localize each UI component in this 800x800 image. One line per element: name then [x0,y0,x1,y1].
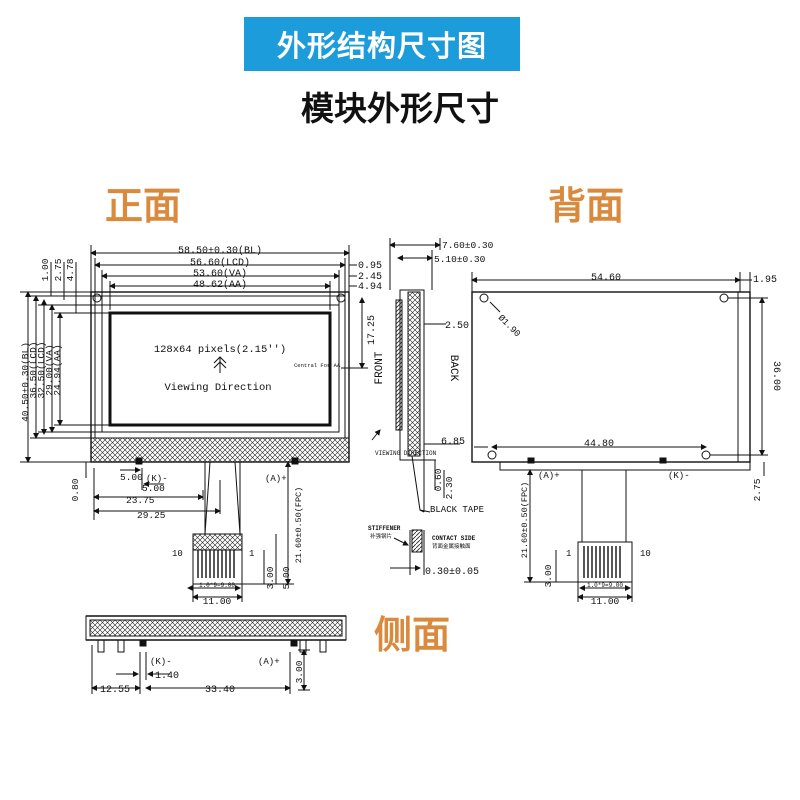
stiffener-label: STIFFENER [368,525,401,532]
back-fpc-h: 3.00 [543,564,554,587]
front-fpc-h2: 5.00 [281,566,292,589]
side-pin-k: (K)- [150,657,172,667]
front-fpc-width: 11.00 [203,596,232,607]
side-text: (K)- (A)+ 1.40 12.55 33.40 3.00 [100,657,305,696]
viewing-direction: Viewing Direction [164,382,271,394]
front-pin-a: (A)+ [265,474,287,484]
dim-lcd-width: 56.60(LCD) [190,257,250,269]
back-pin-10: 10 [640,549,651,559]
title-banner: 外形结构尺寸图 [244,17,520,71]
dim-685: 6.85 [441,437,465,448]
dim-bl-height: 40.50±0.30(BL) [20,342,31,422]
front-view [20,245,368,602]
back-fpc-length: 21.60±0.50(FPC) [520,482,530,559]
dim-500-b: 5.00 [142,483,165,494]
back-pin-a: (A)+ [538,471,560,481]
dim-195: 1.95 [753,275,777,286]
dim-aa-height: 24.94(AA) [52,344,63,395]
side-pin-a: (A)+ [258,657,280,667]
dim-300-side: 3.00 [294,660,305,683]
front-pin-10: 10 [172,549,183,559]
dim-aa-width: 48.62(AA) [193,279,247,291]
front-pin-1: 1 [249,549,254,559]
mount-hole-tl [92,293,102,303]
dim-1725: 17.25 [367,315,378,345]
dim-245: 2.45 [358,272,382,283]
front-fpc-h1: 3.00 [265,566,276,589]
mount-hole-tr [336,293,346,303]
side-profile-text: 7.60±0.30 5.10±0.30 2.50 FRONT BACK VIEW… [368,240,494,578]
dim-275-back: 2.75 [752,478,763,501]
dim-va-height: 29.00(VA) [44,344,55,395]
dim-510: 5.10±0.30 [434,254,486,265]
dim-500-a: 5.00 [120,472,143,483]
front-pin-k: (K)- [146,474,168,484]
dim-060: 0.60 [433,468,444,491]
stiffener-sub-label: 补强钢片 [370,532,392,540]
dim-760: 7.60±0.30 [442,240,494,251]
back-hole-tl [479,293,489,303]
back-hole-tr [719,293,729,303]
back-hole-bl [487,450,497,460]
back-pin-1: 1 [566,549,571,559]
front-active-area [108,311,332,427]
front-fpc-length: 21.60±0.50(FPC) [294,487,304,564]
dim-bl-width: 58.50±0.30(BL) [178,245,262,257]
dim-3600: 36.00 [770,361,781,391]
dim-478: 4.78 [65,258,76,281]
dim-2375: 23.75 [126,495,155,506]
dim-va-width: 53.60(VA) [193,268,247,280]
front-fpc [204,461,241,535]
section-label-front: 正面 [105,184,182,228]
dim-140: 1.40 [155,671,179,682]
back-label: BACK [447,355,459,382]
front-backlight-outline [90,291,350,463]
black-tape-label: BLACK TAPE [430,505,484,515]
front-label: FRONT [374,351,386,384]
dim-5460: 54.60 [591,273,621,284]
screen-resolution: 128x64 pixels(2.15'') [154,344,286,356]
dim-275: 2.75 [53,258,64,281]
dim-250: 2.50 [445,321,469,332]
dim-lcd-height: 36.50(LCD) [28,341,39,398]
back-view [471,272,768,602]
dim-thickness: 0.30±0.05 [425,567,479,578]
section-label-back: 背面 [548,184,625,228]
section-label-side: 侧面 [374,613,451,657]
dim-3340: 33.40 [205,685,235,696]
dim-095: 0.95 [358,261,382,272]
contact-side-label: CONTACT SIDE [432,535,476,542]
dim-080: 0.80 [70,478,81,501]
contact-side-sub-label: 背面金属接触面 [432,542,471,550]
central-for-aa: Central For AA [294,362,341,369]
front-text: 58.50±0.30(BL) 56.60(LCD) 53.60(VA) 48.6… [20,245,382,607]
front-bottom-band [90,437,350,463]
subtitle: 模块外形尺寸 [301,89,499,128]
viewing-direction-label: VIEWING DIRECTION [375,450,437,457]
back-hole-br [701,450,711,460]
back-outline [471,291,751,463]
dim-230: 2.30 [444,476,455,499]
dim-4480: 44.80 [584,439,614,450]
dim-100: 1.00 [40,258,51,281]
dim-494: 4.94 [358,282,382,293]
dim-2925: 29.25 [137,510,166,521]
back-pitch: 1.0*9=9.00 [587,582,623,589]
dim-1255: 12.55 [100,685,130,696]
side-view [85,615,347,694]
back-pin-k: (K)- [668,471,690,481]
hole-diameter: Ø1.90 [496,313,522,339]
front-pitch: 1.0*9=9.00 [199,582,235,589]
back-fpc-width: 11.00 [591,596,620,607]
dim-lcd-height-2: 32.50(LCD) [36,341,47,398]
front-viewing-area [101,304,340,433]
side-profile-view [371,238,460,575]
